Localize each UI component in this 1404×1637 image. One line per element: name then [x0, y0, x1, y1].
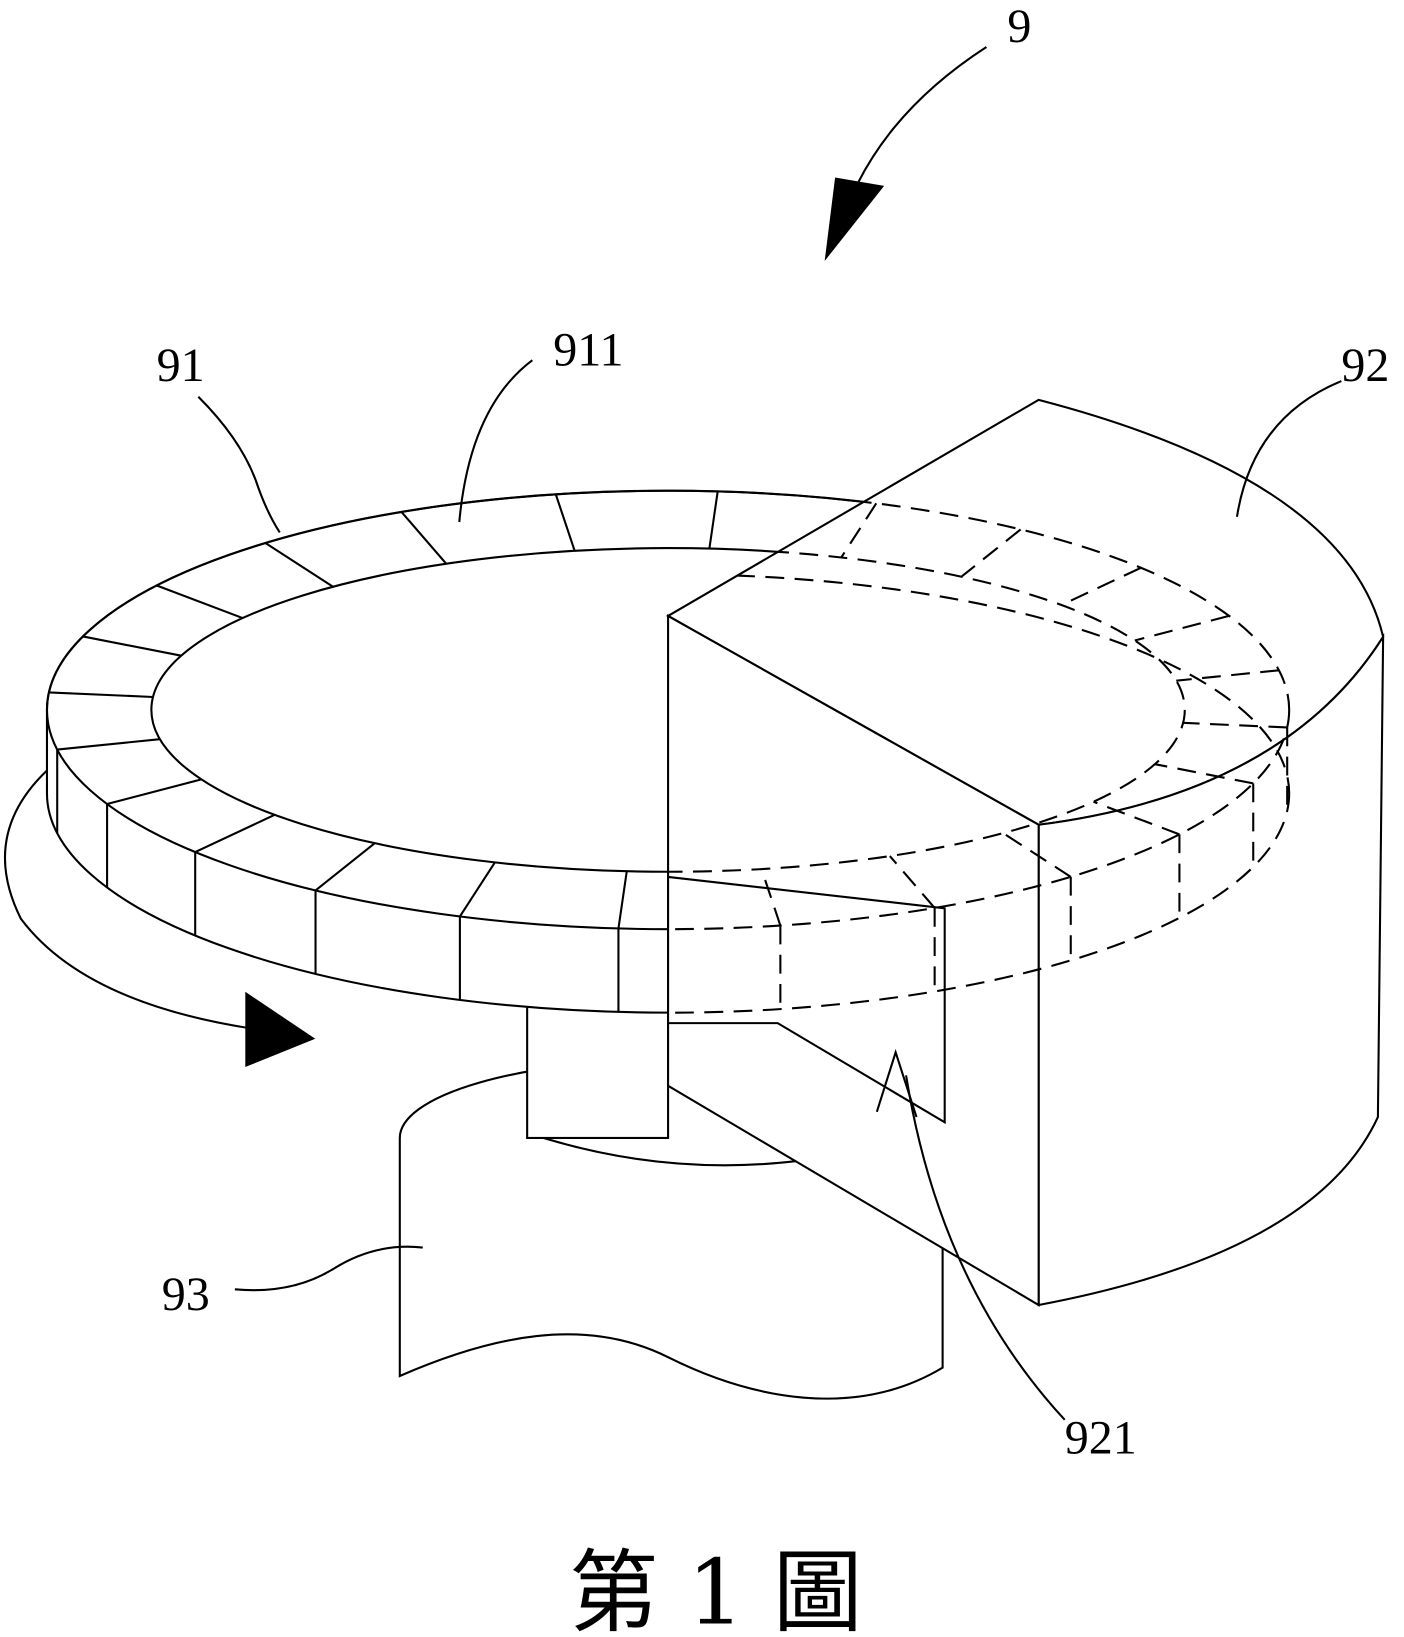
block-92	[665, 398, 1385, 1307]
ring-segment-divider	[400, 511, 448, 565]
ring-segment-divider	[459, 861, 496, 918]
ring-segment-divider	[314, 842, 376, 892]
hidden-segment-divider	[889, 855, 936, 909]
leader-93	[234, 1245, 423, 1292]
arrowhead-icon	[824, 177, 885, 262]
assembly-arrow	[824, 46, 988, 262]
leader-921	[905, 1075, 1066, 1421]
label-911: 911	[553, 323, 623, 376]
ring-segment-divider	[156, 584, 244, 620]
hidden-segment-divider	[1093, 800, 1180, 836]
leader-911	[458, 359, 533, 523]
ring-segment-divider	[106, 778, 202, 806]
ring-segment-divider	[57, 738, 160, 751]
label-91: 91	[157, 339, 205, 392]
hidden-segment-divider	[840, 502, 878, 559]
label-9: 9	[1007, 0, 1031, 53]
hidden-segment-divider	[760, 868, 782, 926]
ring-segment-divider	[48, 691, 154, 699]
hidden-segment-divider	[960, 528, 1022, 578]
hidden-segment-divider	[1183, 721, 1288, 729]
ring-segment-divider	[554, 493, 576, 552]
label-92: 92	[1341, 339, 1389, 392]
ring-segment-divider	[264, 542, 334, 588]
figure-caption: 第 1 圖	[569, 1541, 863, 1637]
ring-segment-divider	[617, 871, 628, 929]
slot-arrow	[875, 1048, 918, 1118]
arrowhead-icon	[245, 991, 316, 1067]
shaft	[526, 1001, 670, 1140]
ring-segment-divider	[82, 635, 182, 657]
hidden-segment-divider	[1176, 669, 1280, 682]
label-93: 93	[162, 1268, 210, 1321]
hidden-ring-lines	[668, 489, 1291, 1014]
hidden-segment-divider	[1134, 614, 1230, 642]
ring-segment-divider	[194, 813, 276, 854]
hidden-segment-divider	[1002, 832, 1072, 878]
hidden-segment-divider	[1154, 763, 1254, 785]
hidden-segment-divider	[1061, 566, 1142, 606]
ring-segment-divider	[708, 491, 719, 549]
leader-92	[1235, 380, 1342, 517]
rotation-arrow	[3, 769, 316, 1067]
label-921: 921	[1065, 1411, 1137, 1464]
leader-91	[197, 395, 281, 534]
